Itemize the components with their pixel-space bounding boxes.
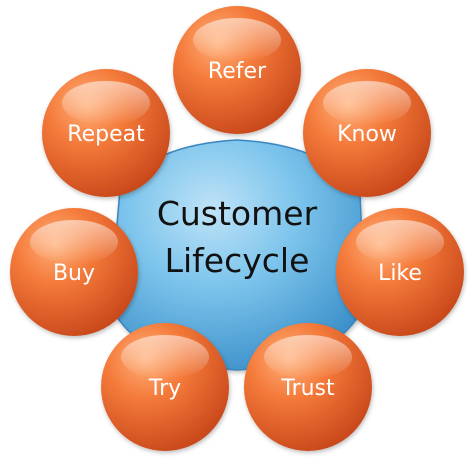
node-refer: Refer: [173, 6, 301, 134]
node-trust: Trust: [244, 323, 372, 451]
node-like: Like: [336, 208, 464, 336]
node-try-label: Try: [148, 376, 181, 401]
node-buy-label: Buy: [53, 261, 95, 286]
node-like-label: Like: [378, 261, 422, 286]
node-like-gloss: [356, 220, 444, 264]
node-know: Know: [303, 69, 431, 197]
node-refer-gloss: [193, 18, 281, 62]
node-trust-gloss: [264, 335, 352, 379]
node-buy-gloss: [30, 220, 118, 264]
node-try-gloss: [121, 335, 209, 379]
node-know-gloss: [323, 81, 411, 125]
node-refer-label: Refer: [208, 59, 267, 84]
hub-title-line2: Lifecycle: [165, 241, 310, 280]
node-buy: Buy: [10, 208, 138, 336]
hub-title-line1: Customer: [157, 194, 318, 233]
hub: Customer Lifecycle: [109, 139, 366, 371]
node-know-label: Know: [337, 122, 397, 147]
node-repeat-gloss: [62, 81, 150, 125]
node-repeat-label: Repeat: [67, 122, 145, 147]
node-repeat: Repeat: [42, 69, 170, 197]
node-try: Try: [101, 323, 229, 451]
node-trust-label: Trust: [280, 376, 335, 401]
